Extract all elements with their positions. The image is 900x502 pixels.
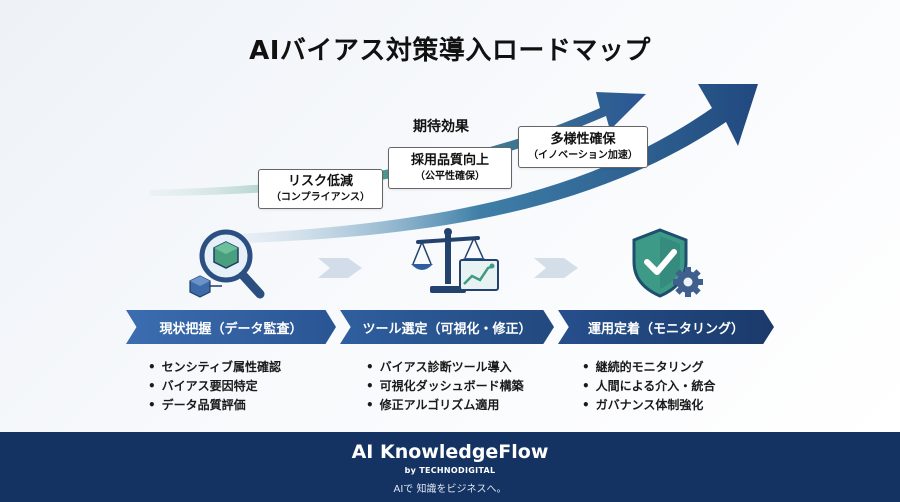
effect-sub: （イノベーション加速） [528,150,638,161]
effect-callout-risk: リスク低減 （コンプライアンス） [258,169,383,209]
phase-2-list: バイアス診断ツール導入 可視化ダッシュボード構築 修正アルゴリズム適用 [366,358,524,415]
transition-chevron-2 [534,258,578,278]
brand-tagline: AIで 知識をビジネスへ。 [393,484,507,495]
list-item: データ品質評価 [148,396,281,415]
effect-main: 採用品質向上 [410,153,489,168]
balance-scale-chart-icon [411,228,499,293]
effect-main: 多様性確保 [550,132,616,147]
magnifier-cube-icon [189,229,265,299]
list-item: 継続的モニタリング [582,358,715,377]
effect-callout-quality: 採用品質向上 （公平性確保） [388,147,512,189]
effect-callout-diversity: 多様性確保 （イノベーション加速） [518,126,648,168]
list-item: 人間による介入・統合 [582,377,716,396]
effect-sub: （公平性確保） [415,171,485,182]
page-title: AIバイアス対策導入ロードマップ [249,36,651,66]
phase-1-banner: 現状把握（データ監査） [126,310,336,344]
phase-2-banner: ツール選定（可視化・修正） [340,310,554,344]
phase-3-list: 継続的モニタリング 人間による介入・統合 ガバナンス体制強化 [582,358,716,415]
phase-3-banner: 運用定着（モニタリング） [558,310,774,344]
list-item: 可視化ダッシュボード構築 [366,377,524,396]
list-item: バイアス要因特定 [148,377,281,396]
brand-byline: by TECHNODIGITAL [404,466,496,475]
effect-sub: （コンプライアンス） [270,192,371,203]
list-item: 修正アルゴリズム適用 [366,396,524,415]
list-item: センシティブ属性確認 [148,358,281,377]
shield-check-gear-icon [632,228,703,298]
effect-heading: 期待効果 [413,119,469,135]
transition-chevron-1 [318,258,362,278]
roadmap-canvas: AIバイアス対策導入ロードマップ 期待効果 リスク低減 （コンプライアンス） 採… [0,0,900,432]
footer-bar: AI KnowledgeFlow by TECHNODIGITAL AIで 知識… [0,432,900,502]
effect-main: リスク低減 [287,174,353,189]
phase-1-list: センシティブ属性確認 バイアス要因特定 データ品質評価 [148,358,281,415]
list-item: バイアス診断ツール導入 [366,358,524,377]
list-item: ガバナンス体制強化 [582,396,715,415]
brand-name: AI KnowledgeFlow [351,441,549,463]
